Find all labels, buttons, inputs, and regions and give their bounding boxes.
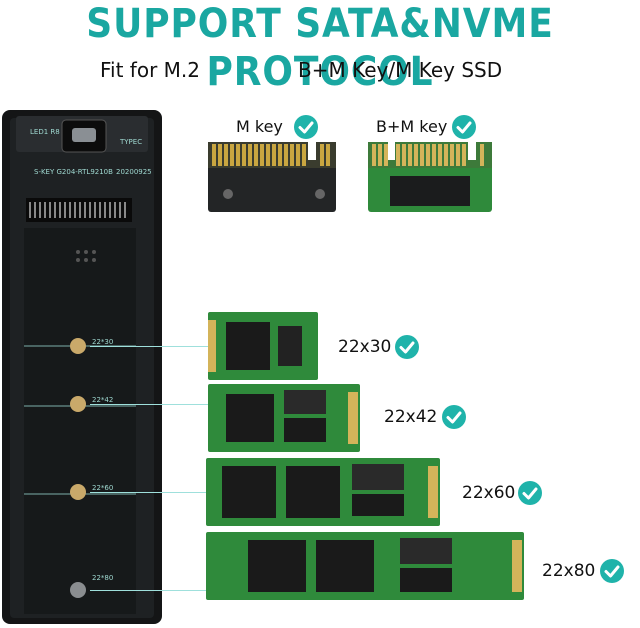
slot-label-22x30: 22*30: [92, 338, 113, 346]
standoff-22x30: [70, 338, 86, 354]
check-circle-icon: [395, 335, 419, 359]
check-circle-icon: [294, 115, 318, 139]
callout-22x42: [90, 404, 208, 405]
chip-code-label: 20200925: [116, 168, 152, 176]
bm-key-connector: [368, 142, 492, 212]
ssd-22x60: [206, 458, 440, 526]
ssd-22x42: [208, 384, 360, 452]
port-label: TYPEC: [119, 138, 142, 146]
m2-slot: [26, 198, 132, 222]
ssd-22x30: [208, 312, 318, 380]
standoff-22x80: [70, 582, 86, 598]
check-circle-icon: [452, 115, 476, 139]
check-circle-icon: [518, 481, 542, 505]
callout-22x60: [90, 492, 208, 493]
subtitle-keys: B+M Key/M Key SSD: [298, 58, 503, 82]
subtitle-fit: Fit for M.2: [100, 58, 200, 82]
led-label: LED1 R8: [30, 128, 60, 136]
slot-label-22x80: 22*80: [92, 574, 113, 582]
key-label-m: M key: [236, 117, 283, 136]
size-label-22x30: 22x30: [338, 337, 392, 357]
check-circle-icon: [600, 559, 624, 583]
standoff-22x42: [70, 396, 86, 412]
key-label-bm: B+M key: [376, 117, 448, 136]
size-label-22x80: 22x80: [542, 561, 596, 581]
slot-label-22x42: 22*42: [92, 396, 113, 404]
ssd-enclosure: TYPEC LED1 R8 S-KEY G204-RTL9210B 202009…: [2, 110, 162, 624]
callout-22x80: [90, 590, 208, 591]
slot-label-22x60: 22*60: [92, 484, 113, 492]
size-label-22x60: 22x60: [462, 483, 516, 503]
m-key-connector: [208, 142, 336, 212]
callout-22x30: [90, 346, 208, 347]
page-title: SUPPORT SATA&NVME PROTOCOL: [86, 1, 554, 95]
check-circle-icon: [442, 405, 466, 429]
ssd-22x80: [206, 532, 524, 600]
standoff-22x60: [70, 484, 86, 500]
size-label-22x42: 22x42: [384, 407, 438, 427]
chip-label: S-KEY G204-RTL9210B: [34, 168, 113, 176]
